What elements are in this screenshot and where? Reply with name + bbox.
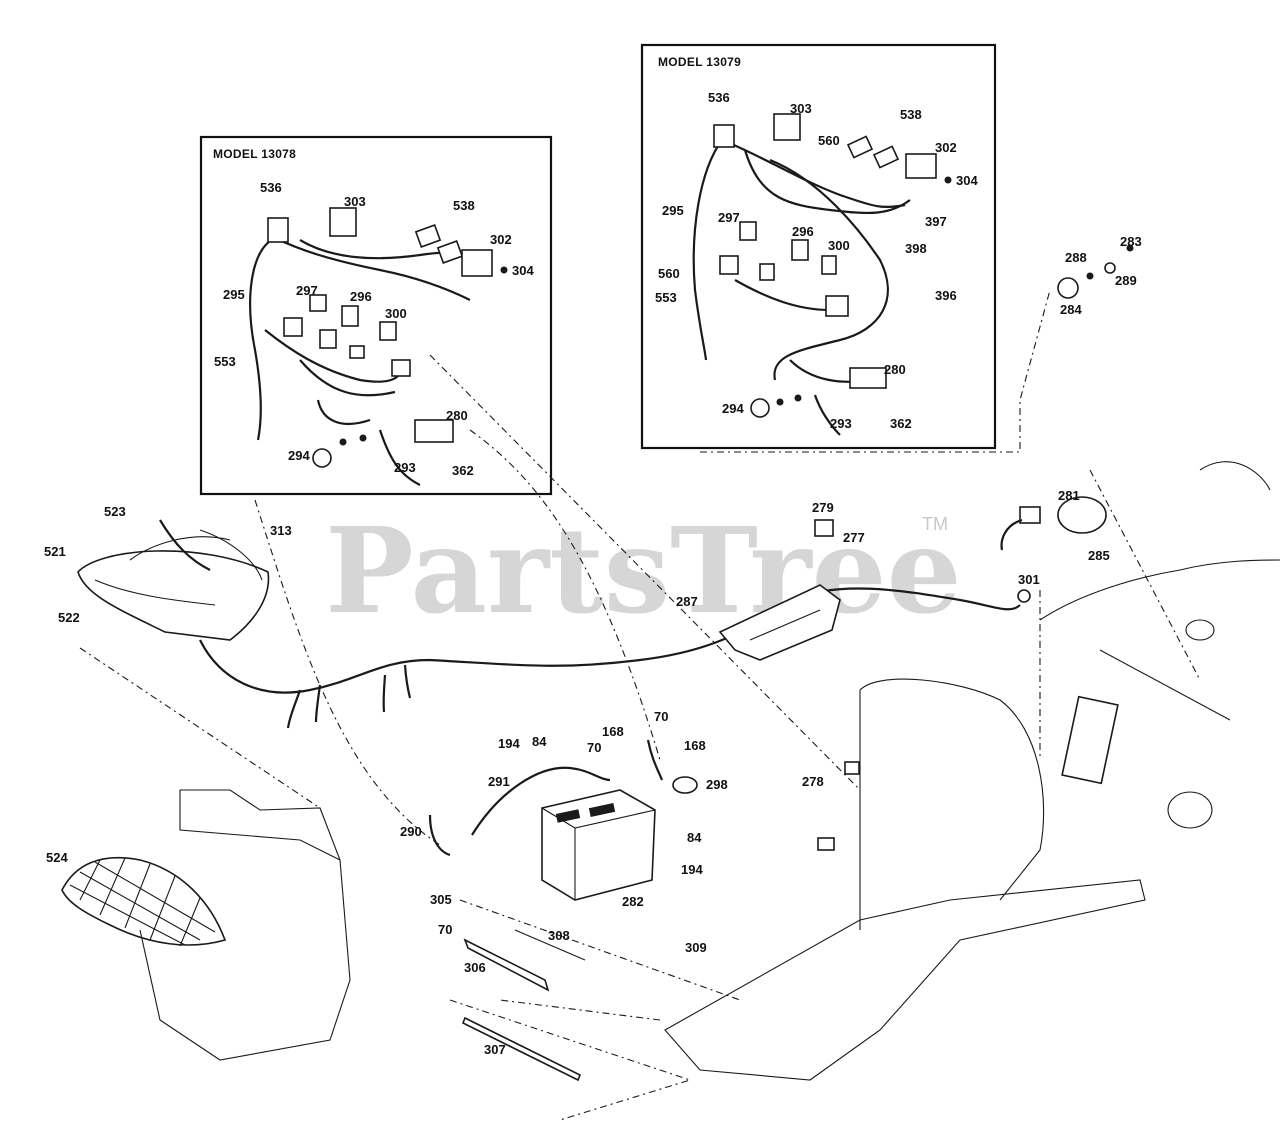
callout-560: 560 bbox=[658, 266, 680, 281]
callout-303: 303 bbox=[790, 101, 812, 116]
callout-301: 301 bbox=[1018, 572, 1040, 587]
callout-538: 538 bbox=[900, 107, 922, 122]
callout-284: 284 bbox=[1060, 302, 1082, 317]
callout-194: 194 bbox=[498, 736, 520, 751]
callout-289: 289 bbox=[1115, 273, 1137, 288]
callout-280: 280 bbox=[884, 362, 906, 377]
callout-362: 362 bbox=[452, 463, 474, 478]
main-assembly-drawing bbox=[61, 244, 1280, 1121]
callout-283: 283 bbox=[1120, 234, 1142, 249]
callout-313: 313 bbox=[270, 523, 292, 538]
callout-521: 521 bbox=[44, 544, 66, 559]
callout-538: 538 bbox=[453, 198, 475, 213]
callout-305: 305 bbox=[430, 892, 452, 907]
harness-13079-drawing bbox=[692, 113, 952, 436]
callout-294: 294 bbox=[722, 401, 744, 416]
callout-278: 278 bbox=[802, 774, 824, 789]
watermark-brand: PartsTree bbox=[325, 501, 962, 640]
callout-297: 297 bbox=[296, 283, 318, 298]
callout-523: 523 bbox=[104, 504, 126, 519]
callout-300: 300 bbox=[828, 238, 850, 253]
inset-title-13079: MODEL 13079 bbox=[658, 55, 741, 69]
callout-194: 194 bbox=[681, 862, 703, 877]
callout-280: 280 bbox=[446, 408, 468, 423]
main-callouts: 283 288 289 284 279 277 281 285 301 287 … bbox=[44, 234, 1142, 1057]
callout-293: 293 bbox=[394, 460, 416, 475]
callout-362: 362 bbox=[890, 416, 912, 431]
callout-553: 553 bbox=[655, 290, 677, 305]
callout-524: 524 bbox=[46, 850, 68, 865]
callout-300: 300 bbox=[385, 306, 407, 321]
callout-307: 307 bbox=[484, 1042, 506, 1057]
callout-296: 296 bbox=[350, 289, 372, 304]
callout-296: 296 bbox=[792, 224, 814, 239]
watermark: PartsTree TM bbox=[325, 501, 962, 640]
callout-306: 306 bbox=[464, 960, 486, 975]
callout-536: 536 bbox=[708, 90, 730, 105]
callout-536: 536 bbox=[260, 180, 282, 195]
callout-302: 302 bbox=[935, 140, 957, 155]
harness-13078-drawing bbox=[249, 207, 508, 486]
callout-279: 279 bbox=[812, 500, 834, 515]
callout-560: 560 bbox=[818, 133, 840, 148]
callout-168: 168 bbox=[684, 738, 706, 753]
callout-168: 168 bbox=[602, 724, 624, 739]
callout-70: 70 bbox=[438, 922, 452, 937]
callout-70: 70 bbox=[654, 709, 668, 724]
callout-302: 302 bbox=[490, 232, 512, 247]
callout-303: 303 bbox=[344, 194, 366, 209]
callout-298: 298 bbox=[706, 777, 728, 792]
callout-293: 293 bbox=[830, 416, 852, 431]
callout-288: 288 bbox=[1065, 250, 1087, 265]
inset-model-13078: MODEL 13078 5 bbox=[199, 135, 553, 496]
callout-553: 553 bbox=[214, 354, 236, 369]
callout-522: 522 bbox=[58, 610, 80, 625]
callout-397: 397 bbox=[925, 214, 947, 229]
callout-84: 84 bbox=[532, 734, 547, 749]
watermark-tm: TM bbox=[922, 514, 948, 534]
callout-285: 285 bbox=[1088, 548, 1110, 563]
callout-396: 396 bbox=[935, 288, 957, 303]
callout-291: 291 bbox=[488, 774, 510, 789]
callout-309: 309 bbox=[685, 940, 707, 955]
callout-84: 84 bbox=[687, 830, 702, 845]
callout-290: 290 bbox=[400, 824, 422, 839]
callout-287: 287 bbox=[676, 594, 698, 609]
callout-304: 304 bbox=[512, 263, 534, 278]
callout-308: 308 bbox=[548, 928, 570, 943]
callout-304: 304 bbox=[956, 173, 978, 188]
inset-model-13079: MODEL 13079 536 303 bbox=[640, 43, 997, 450]
callout-70: 70 bbox=[587, 740, 601, 755]
callout-294: 294 bbox=[288, 448, 310, 463]
callout-281: 281 bbox=[1058, 488, 1080, 503]
inset-frame-13079 bbox=[640, 43, 997, 450]
callout-297: 297 bbox=[718, 210, 740, 225]
inset-frame-13078 bbox=[199, 135, 553, 496]
callout-282: 282 bbox=[622, 894, 644, 909]
callout-277: 277 bbox=[843, 530, 865, 545]
inset-title-13078: MODEL 13078 bbox=[213, 147, 296, 161]
callout-295: 295 bbox=[223, 287, 245, 302]
callout-295: 295 bbox=[662, 203, 684, 218]
callout-398: 398 bbox=[905, 241, 927, 256]
